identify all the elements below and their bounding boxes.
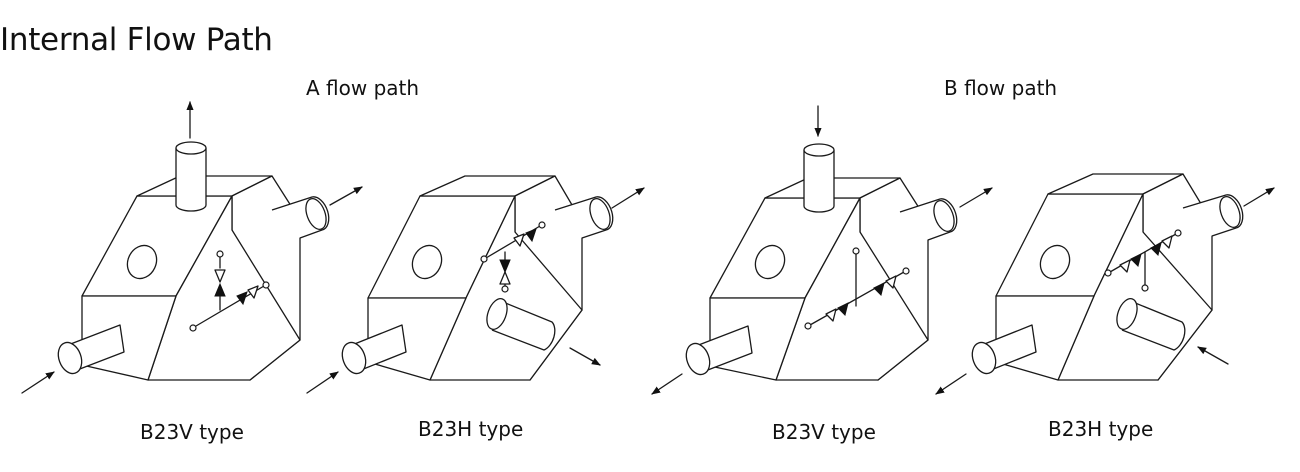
flow-arrow-icon	[1243, 187, 1275, 207]
diagram-b-b23h	[935, 173, 1275, 395]
diagram-a-b23h	[306, 175, 645, 394]
flow-arrow-icon	[306, 371, 339, 394]
flow-arrow-icon	[569, 347, 601, 366]
group-label-a: A flow path	[306, 76, 420, 100]
flow-arrow-icon	[21, 371, 55, 394]
group-label-b: B flow path	[944, 76, 1058, 100]
flow-arrow-icon	[959, 187, 993, 208]
caption-b-b23v: B23V type	[772, 420, 876, 444]
flow-arrow-icon	[329, 186, 363, 206]
flow-arrow-icon	[651, 373, 683, 395]
check-valve-symbol-icon	[480, 221, 546, 293]
diagram-b-b23v	[651, 105, 993, 395]
flow-arrow-icon	[1197, 346, 1229, 365]
check-valve-symbol-icon	[804, 247, 910, 330]
check-valve-symbol-icon	[189, 250, 270, 332]
diagram-a-b23v	[21, 101, 363, 394]
caption-a-b23v: B23V type	[140, 420, 244, 444]
flow-arrow-icon	[935, 373, 967, 395]
caption-a-b23h: B23H type	[418, 417, 524, 441]
flow-arrow-icon	[611, 187, 645, 209]
check-valve-symbol-icon	[1104, 229, 1182, 292]
caption-b-b23h: B23H type	[1048, 417, 1154, 441]
page-title: Internal Flow Path	[0, 22, 273, 58]
